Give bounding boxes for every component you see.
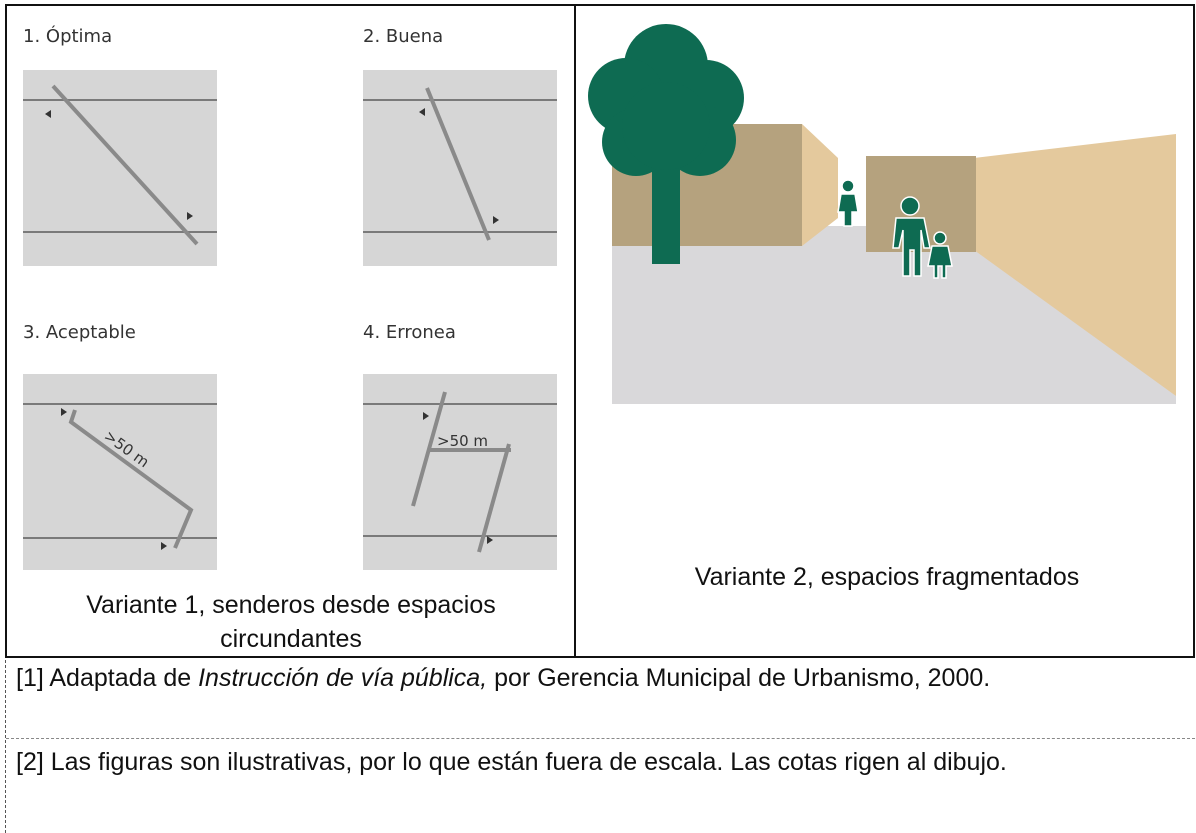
footnote-1-prefix: [1] Adaptada de [16, 664, 199, 692]
arrow-marker-icon [45, 110, 51, 118]
figure-table: 1. Óptima 2. Buena 3. Aceptable [5, 4, 1195, 658]
left-wall-side [802, 124, 838, 246]
tree-icon [588, 24, 744, 264]
footnotes: [1] Adaptada de Instrucción de vía públi… [5, 660, 1195, 833]
steep-diagonal-path [425, 87, 491, 241]
variant-2-cell: Variante 2, espacios fragmentados [576, 6, 1193, 656]
arrow-marker-icon [161, 542, 167, 550]
panel-3-svg: >50 m [23, 403, 217, 550]
ground-plane [612, 226, 1176, 404]
arrow-marker-icon [419, 108, 425, 116]
panel-2-label: 2. Buena [363, 26, 444, 47]
arrow-marker-icon [423, 412, 429, 420]
footnote-1-suffix: por Gerencia Municipal de Urbanismo, 200… [487, 664, 991, 692]
child-figure-icon [837, 179, 859, 227]
footnote-1: [1] Adaptada de Instrucción de vía públi… [16, 662, 1191, 695]
stepped-path [68, 409, 194, 549]
panel-1-label: 1. Óptima [23, 26, 113, 47]
arrow-marker-icon [187, 212, 193, 220]
panel-3-diagram: >50 m [23, 374, 217, 570]
footnote-2: [2] Las figuras son ilustrativas, por lo… [16, 748, 1007, 776]
diagonal-path [51, 84, 199, 246]
adult-and-child-icon [892, 196, 953, 279]
variant-2-caption: Variante 2, espacios fragmentados [694, 563, 1080, 591]
fragmented-spaces-illustration [588, 24, 1176, 404]
arrow-marker-icon [493, 216, 499, 224]
arrow-marker-icon [487, 536, 493, 544]
arrow-marker-icon [61, 408, 67, 416]
panel-3-label: 3. Aceptable [23, 322, 136, 343]
panel-1-diagram [23, 70, 217, 266]
variant-1-cell: 1. Óptima 2. Buena 3. Aceptable [7, 6, 574, 656]
column-divider [574, 6, 576, 656]
path-segment-lower [477, 443, 511, 553]
panel-4-diagram: >50 m [363, 374, 557, 570]
panel-1-svg [23, 84, 217, 246]
right-wall-light [974, 134, 1176, 396]
variant-1-caption: Variante 1, senderos desde espacios circ… [86, 591, 496, 653]
dimension-label: >50 m [437, 432, 488, 450]
panel-2-svg [363, 87, 557, 241]
panel-4-label: 4. Erronea [363, 322, 456, 343]
panel-4-svg: >50 m [363, 391, 557, 553]
footnote-separator [6, 738, 1195, 739]
footnote-1-title: Instrucción de vía pública, [198, 664, 488, 692]
panel-2-diagram [363, 70, 557, 266]
